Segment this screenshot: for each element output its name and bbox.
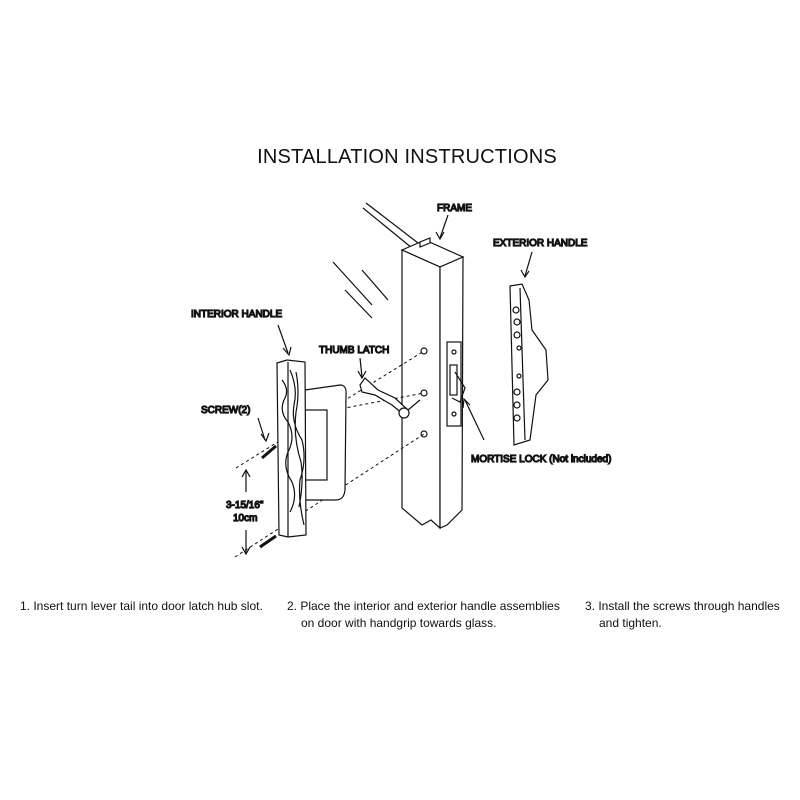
step-2-line-1: 2. Place the interior and exterior handl… [287, 599, 560, 613]
exterior-handle [509, 283, 549, 446]
page-title: INSTALLATION INSTRUCTIONS [257, 146, 557, 168]
step-3-line-1: 3. Install the screws through handles [585, 599, 780, 613]
thumb-latch [359, 377, 421, 419]
step-2: 2. Place the interior and exterior handl… [287, 598, 560, 632]
mortise-lock [446, 341, 466, 427]
step-3-line-2: and tighten. [599, 616, 662, 630]
label-dimension-in: 3-15/16" [226, 500, 264, 511]
step-1: 1. Insert turn lever tail into door latc… [20, 598, 263, 615]
glass-pane [332, 202, 419, 319]
step-1-line-1: 1. Insert turn lever tail into door latc… [20, 599, 263, 613]
label-frame: FRAME [437, 203, 472, 214]
interior-handle [276, 359, 347, 538]
leader-arrows [257, 214, 533, 443]
label-interior-handle: INTERIOR HANDLE [191, 309, 282, 320]
label-mortise-lock: MORTISE LOCK (Not included) [471, 454, 611, 465]
dimension-marker [241, 468, 251, 556]
step-2-line-2: on door with handgrip towards glass. [301, 616, 497, 630]
label-exterior-handle: EXTERIOR HANDLE [493, 238, 588, 249]
screws [259, 444, 277, 549]
step-3: 3. Install the screws through handles an… [585, 598, 780, 632]
label-dimension-cm: 10cm [233, 513, 257, 524]
label-screw: SCREW(2) [201, 405, 250, 416]
label-thumb-latch: THUMB LATCH [319, 345, 389, 356]
